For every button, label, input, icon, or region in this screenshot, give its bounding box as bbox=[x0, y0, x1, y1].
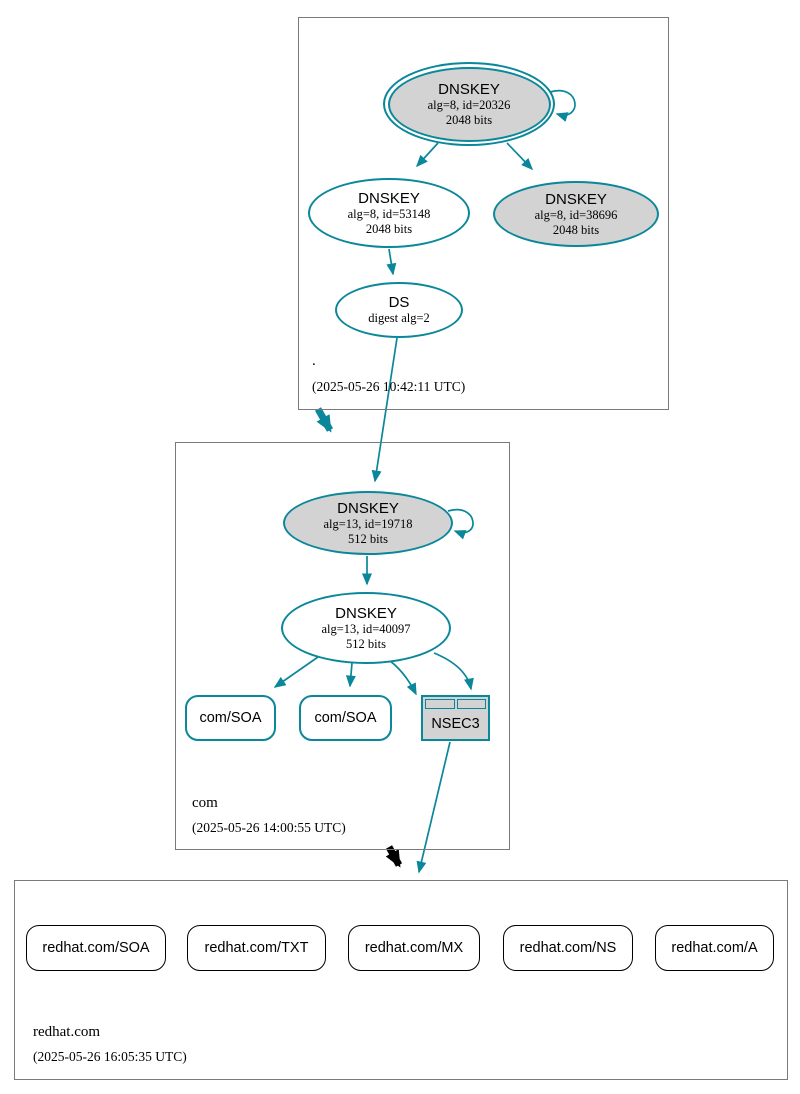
dnskey-alg-id: alg=13, id=19718 bbox=[323, 516, 413, 531]
zone-timestamp-com: (2025-05-26 14:00:55 UTC) bbox=[192, 820, 346, 835]
zone-label-com: com bbox=[192, 795, 218, 811]
edge-root-to-com-delegation bbox=[314, 407, 334, 433]
node-com-soa-2[interactable]: com/SOA bbox=[299, 695, 392, 741]
dnskey-title: DNSKEY bbox=[438, 80, 500, 98]
node-dnskey-20326-ksk[interactable]: DNSKEY alg=8, id=20326 2048 bits bbox=[383, 62, 555, 146]
dnskey-bits: 2048 bits bbox=[552, 222, 600, 237]
node-dnskey-38696[interactable]: DNSKEY alg=8, id=38696 2048 bits bbox=[493, 181, 659, 247]
node-dnskey-20326-inner-ring: DNSKEY alg=8, id=20326 2048 bits bbox=[387, 66, 551, 142]
zone-box-com bbox=[175, 442, 510, 850]
node-nsec3[interactable]: NSEC3 bbox=[421, 695, 490, 741]
node-redhat-ns[interactable]: redhat.com/NS bbox=[503, 925, 633, 971]
edge-com-zsk-to-soa-2 bbox=[345, 662, 356, 688]
dnskey-alg-id: alg=8, id=20326 bbox=[427, 97, 511, 112]
node-dnskey-53148[interactable]: DNSKEY alg=8, id=53148 2048 bits bbox=[308, 178, 470, 248]
node-redhat-a[interactable]: redhat.com/A bbox=[655, 925, 774, 971]
nsec3-header-row bbox=[425, 699, 486, 709]
dnskey-title: DNSKEY bbox=[545, 190, 607, 208]
ds-title: DS bbox=[388, 294, 410, 311]
edge-root-ksk-self-signature bbox=[549, 89, 576, 122]
ds-digest-alg: digest alg=2 bbox=[368, 311, 430, 325]
node-dnskey-19718-ksk[interactable]: DNSKEY alg=13, id=19718 512 bits bbox=[283, 491, 453, 555]
edge-com-ksk-self-signature bbox=[447, 508, 474, 540]
zone-box-root bbox=[298, 17, 669, 410]
dnskey-title: DNSKEY bbox=[337, 499, 399, 517]
edge-dnskey-53148-to-ds bbox=[386, 248, 397, 276]
edge-com-to-redhat-delegation bbox=[385, 845, 403, 868]
dnskey-bits: 2048 bits bbox=[445, 112, 493, 127]
node-redhat-txt[interactable]: redhat.com/TXT bbox=[187, 925, 326, 971]
nsec3-cell-left bbox=[425, 699, 455, 709]
zone-timestamp-redhat: (2025-05-26 16:05:35 UTC) bbox=[33, 1049, 187, 1064]
edge-com-zsk-to-nsec3-right bbox=[433, 652, 474, 691]
dnskey-alg-id: alg=8, id=53148 bbox=[347, 206, 431, 221]
zone-label-root: . bbox=[312, 353, 316, 369]
dnskey-bits: 512 bits bbox=[346, 636, 386, 651]
dnskey-title: DNSKEY bbox=[358, 189, 420, 207]
dnskey-bits: 2048 bits bbox=[365, 221, 413, 236]
node-com-soa-1[interactable]: com/SOA bbox=[185, 695, 276, 741]
edge-root-ksk-to-dnskey-38696 bbox=[506, 142, 534, 171]
nsec3-cell-right bbox=[456, 699, 486, 709]
zone-box-redhat bbox=[14, 880, 788, 1080]
node-dnskey-40097[interactable]: DNSKEY alg=13, id=40097 512 bits bbox=[281, 592, 451, 664]
nsec3-label: NSEC3 bbox=[431, 716, 480, 732]
node-redhat-mx[interactable]: redhat.com/MX bbox=[348, 925, 480, 971]
edge-com-zsk-to-soa-1 bbox=[273, 656, 319, 688]
edge-root-ksk-to-dnskey-53148 bbox=[415, 142, 439, 168]
node-ds[interactable]: DS digest alg=2 bbox=[335, 282, 463, 338]
node-redhat-soa[interactable]: redhat.com/SOA bbox=[26, 925, 166, 971]
dnskey-bits: 512 bits bbox=[348, 531, 388, 546]
zone-label-redhat: redhat.com bbox=[33, 1024, 101, 1040]
dnskey-alg-id: alg=8, id=38696 bbox=[534, 207, 618, 222]
edge-nsec3-to-redhat-zone bbox=[416, 741, 451, 874]
zone-timestamp-root: (2025-05-26 10:42:11 UTC) bbox=[312, 379, 466, 394]
dnskey-alg-id: alg=13, id=40097 bbox=[321, 621, 411, 636]
dnskey-title: DNSKEY bbox=[335, 604, 397, 622]
